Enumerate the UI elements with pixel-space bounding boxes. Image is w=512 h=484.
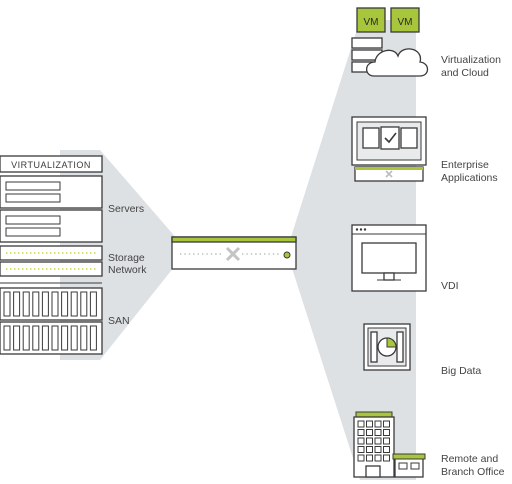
- remote-office-label-line1: Remote and: [441, 453, 498, 465]
- virtualization-cloud-label-line2: and Cloud: [441, 67, 489, 79]
- vm-cloud-icon: VM VM: [351, 7, 429, 77]
- san-drive-slot: [13, 325, 21, 351]
- vm-badge-1: VM: [364, 17, 379, 28]
- office-window: [357, 437, 365, 445]
- virtualization-header: VIRTUALIZATION: [11, 160, 91, 170]
- office-window: [383, 420, 390, 428]
- office-window: [374, 454, 382, 462]
- office-window: [374, 429, 382, 436]
- san-drive-slot: [70, 325, 78, 351]
- office-window: [366, 454, 373, 462]
- office-window: [383, 446, 390, 453]
- san-drive-slot: [89, 325, 97, 351]
- san-drive-slot: [70, 291, 78, 317]
- san-drive-slot: [22, 291, 30, 317]
- virtualization-cloud-label-line1: Virtualization: [441, 54, 501, 66]
- san-drive-slot: [22, 325, 30, 351]
- remote-office-icon: [353, 411, 426, 478]
- san-unit-top: [0, 287, 103, 321]
- san-label: SAN: [108, 315, 130, 327]
- office-window: [366, 437, 373, 445]
- power-led-icon: [283, 251, 291, 259]
- san-drive-slot: [80, 291, 88, 317]
- office-window: [357, 420, 365, 428]
- san-drive-slot: [80, 325, 88, 351]
- vdi-monitor-icon: [351, 224, 427, 292]
- office-window: [357, 454, 365, 462]
- san-drive-slot: [32, 325, 40, 351]
- office-window: [366, 446, 373, 453]
- network-label: Network: [108, 264, 147, 276]
- left-rack-stack: VIRTUALIZATION: [0, 155, 103, 355]
- san-drive-slot: [41, 325, 49, 351]
- office-window: [357, 446, 365, 453]
- remote-office-label-line2: Branch Office: [441, 466, 505, 478]
- storage-label: Storage: [108, 252, 145, 264]
- vm-badge-2: VM: [398, 17, 413, 28]
- office-window: [383, 437, 390, 445]
- vdi-label: VDI: [441, 280, 459, 292]
- enterprise-apps-label-line2: Applications: [441, 172, 498, 184]
- enterprise-apps-icon: [351, 116, 427, 182]
- san-drive-slot: [3, 325, 11, 351]
- san-drive-slot: [89, 291, 97, 317]
- big-data-label: Big Data: [441, 365, 481, 377]
- san-drive-slot: [51, 291, 59, 317]
- san-drive-slot: [61, 291, 69, 317]
- servers-label: Servers: [108, 203, 144, 215]
- san-drive-slot: [32, 291, 40, 317]
- san-drive-slot: [13, 291, 21, 317]
- office-window: [374, 420, 382, 428]
- enterprise-apps-label-line1: Enterprise: [441, 159, 489, 171]
- office-window: [374, 437, 382, 445]
- san-drive-slot: [41, 291, 49, 317]
- san-unit-bottom: [0, 321, 103, 355]
- san-drive-slot: [51, 325, 59, 351]
- san-drive-slot: [61, 325, 69, 351]
- office-window: [366, 429, 373, 436]
- office-window: [383, 429, 390, 436]
- nutanix-appliance: [171, 236, 297, 270]
- office-window: [357, 429, 365, 436]
- office-window: [366, 420, 373, 428]
- big-data-icon: [363, 323, 411, 371]
- office-window: [374, 446, 382, 453]
- san-drive-slot: [3, 291, 11, 317]
- office-window: [383, 454, 390, 462]
- nutanix-x-logo: [225, 246, 241, 262]
